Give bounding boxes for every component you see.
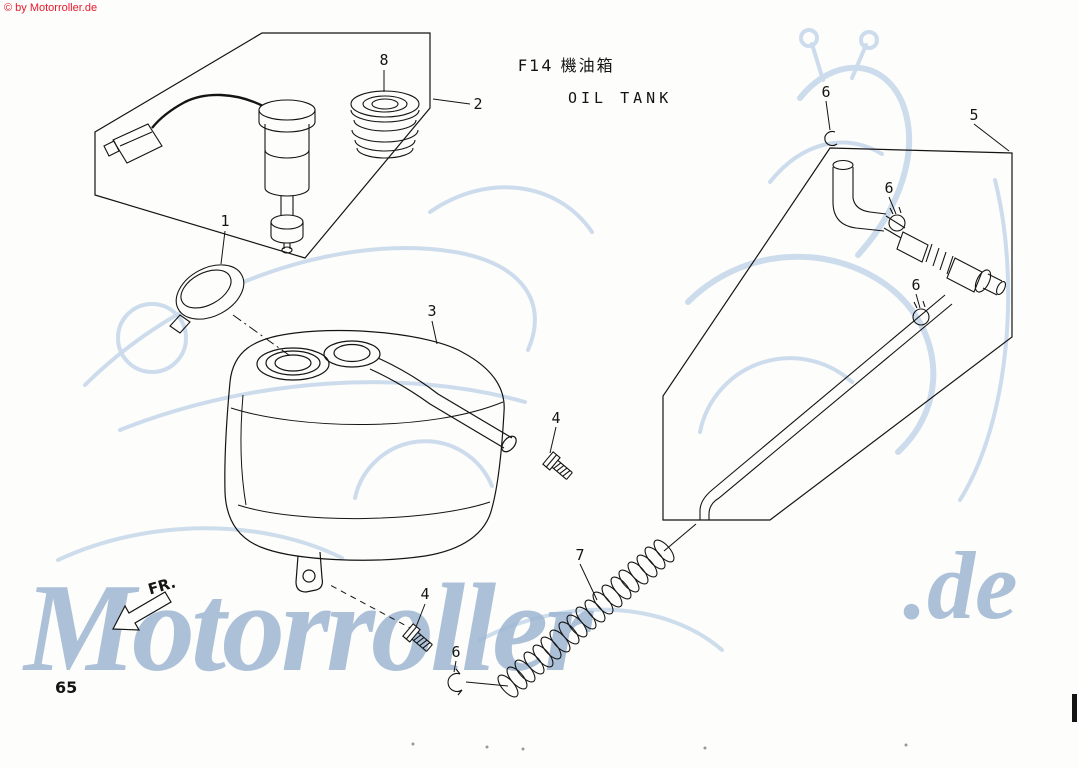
copyright-notice: © by Motorroller.de — [4, 2, 98, 14]
bolt-drawing — [402, 451, 576, 655]
clip-drawing — [447, 668, 463, 696]
part-callout-7: 7 — [575, 546, 585, 564]
part-callout-8: 8 — [379, 51, 389, 69]
part-callout-6-right: 6 — [911, 276, 921, 294]
part-callout-6-bottom: 6 — [451, 643, 461, 661]
part-callout-4-upper: 4 — [551, 409, 561, 427]
figure-code: F14 — [518, 56, 554, 75]
figure-title-block: F14 機油箱 OIL TANK — [518, 52, 672, 107]
part-callout-2: 2 — [473, 95, 483, 113]
oil-sensor-drawing — [103, 93, 316, 254]
callout-leader-lines — [220, 70, 1010, 673]
hose-assembly-drawing — [699, 131, 1007, 520]
fr-arrow — [112, 591, 172, 631]
figure-title: F14 機油箱 — [518, 52, 672, 76]
part-callout-4-lower: 4 — [420, 585, 430, 603]
part-callout-3: 3 — [427, 302, 437, 320]
tank-cap-drawing — [169, 264, 245, 334]
part-callout-5: 5 — [969, 106, 979, 124]
part-callout-1: 1 — [220, 212, 230, 230]
detail-enclosure-boxes — [94, 32, 1013, 521]
figure-name-en: OIL TANK — [568, 89, 673, 107]
page-number: 65 — [55, 678, 78, 697]
spring-drawing — [465, 523, 697, 701]
oil-tank-drawing — [224, 329, 517, 593]
part-callout-6-mid: 6 — [884, 179, 894, 197]
scan-artifacts — [411, 694, 1077, 751]
figure-name-cjk: 機油箱 — [560, 56, 615, 75]
watermark-suffix: .de — [903, 532, 1018, 639]
part-callout-6-top: 6 — [821, 83, 831, 101]
grommet-drawing — [350, 90, 420, 159]
